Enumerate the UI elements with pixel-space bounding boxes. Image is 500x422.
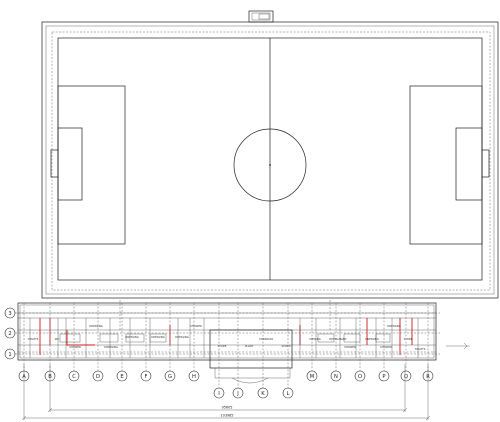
grid-column-q: Q bbox=[400, 303, 412, 382]
svg-text:2: 2 bbox=[8, 331, 11, 337]
overall-dimension: 103985 bbox=[221, 414, 234, 418]
right-penalty-area bbox=[409, 85, 483, 245]
room-label: DRESSING bbox=[104, 345, 117, 349]
grid-column-m: M bbox=[306, 303, 318, 382]
central-block bbox=[209, 329, 293, 369]
grid-column-o: O bbox=[354, 303, 366, 382]
clubhouse-floor-plan bbox=[17, 300, 437, 384]
svg-text:A: A bbox=[22, 374, 26, 380]
football-pitch bbox=[50, 37, 490, 281]
grid-row-2: 2 bbox=[4, 327, 440, 339]
svg-text:P: P bbox=[382, 374, 385, 380]
svg-text:I: I bbox=[218, 391, 220, 397]
room-label: STAIRS bbox=[281, 344, 290, 348]
room-label: TOILETS bbox=[415, 347, 426, 351]
grid-column-h: H bbox=[188, 303, 200, 382]
svg-text:3: 3 bbox=[8, 311, 11, 317]
room-label: DRESSING bbox=[89, 324, 102, 328]
room-label: DRESSING bbox=[387, 324, 400, 328]
svg-text:L: L bbox=[287, 391, 290, 397]
room-label: STORE bbox=[218, 344, 227, 348]
right-goal bbox=[481, 149, 490, 178]
grid-column-c: C bbox=[68, 303, 80, 382]
room-label: SHOWER bbox=[69, 345, 81, 349]
svg-text:E: E bbox=[120, 374, 123, 380]
svg-text:1: 1 bbox=[8, 352, 11, 358]
room-labels: TOILETS WC DRESSING DRESSING DRESSING DRESSIN… bbox=[28, 324, 426, 351]
grid-column-p: P bbox=[378, 303, 390, 382]
grid-row-markers: 1 2 3 bbox=[4, 307, 440, 360]
room-label: RESTAURANT bbox=[329, 337, 347, 341]
svg-text:C: C bbox=[72, 374, 76, 380]
svg-text:N: N bbox=[334, 374, 338, 380]
room-label: PLANT bbox=[245, 344, 254, 348]
room-label: VIEWING bbox=[309, 337, 320, 341]
dimension-lines: 95605 103985 bbox=[21, 342, 470, 421]
svg-text:M: M bbox=[310, 374, 314, 380]
right-goal-area bbox=[455, 127, 483, 201]
room-label: DRESSING bbox=[151, 335, 164, 339]
grid-column-d: D bbox=[92, 303, 104, 382]
building-outline bbox=[17, 302, 437, 361]
grid-column-l: L bbox=[282, 303, 294, 399]
left-goal bbox=[50, 149, 59, 178]
grid-column-g: G bbox=[164, 303, 176, 382]
left-goal-area bbox=[57, 127, 83, 201]
grid-column-e: E bbox=[116, 303, 128, 382]
svg-text:D: D bbox=[96, 374, 100, 380]
grid-row-1: 1 bbox=[4, 348, 440, 360]
room-label: DRESSING bbox=[125, 335, 138, 339]
centre-spot bbox=[269, 164, 271, 166]
svg-text:K: K bbox=[261, 391, 265, 397]
grid-column-n: N bbox=[330, 303, 342, 382]
svg-text:O: O bbox=[358, 374, 362, 380]
grid-column-f: F bbox=[140, 303, 152, 382]
room-label: DRESSING bbox=[365, 337, 378, 341]
room-label: CORRIDOR bbox=[259, 337, 273, 341]
room-label: STORE bbox=[404, 337, 413, 341]
room-label: DRESSING bbox=[175, 335, 188, 339]
key-plan-block bbox=[248, 10, 274, 23]
svg-text:H: H bbox=[192, 374, 196, 380]
room-partitions bbox=[29, 318, 419, 358]
grid-column-k: K bbox=[257, 303, 269, 399]
room-label: SHOWER bbox=[344, 345, 356, 349]
grid-row-3: 3 bbox=[4, 307, 440, 319]
svg-text:Q: Q bbox=[404, 374, 408, 380]
centre-circle bbox=[233, 128, 307, 202]
svg-text:J: J bbox=[236, 391, 239, 397]
svg-text:F: F bbox=[145, 374, 148, 380]
room-label: TOILETS bbox=[28, 337, 39, 341]
left-penalty-area bbox=[57, 85, 126, 245]
room-label: SHOWER bbox=[380, 345, 392, 349]
grid-column-j: J bbox=[232, 303, 244, 399]
room-label: SHOWER bbox=[190, 324, 202, 328]
room-label: WC bbox=[55, 337, 60, 341]
svg-text:G: G bbox=[168, 374, 172, 380]
svg-text:B: B bbox=[48, 374, 52, 380]
grid-column-i: I bbox=[213, 303, 225, 399]
pitch-boundary bbox=[41, 21, 499, 299]
inner-dimension: 95605 bbox=[222, 406, 233, 410]
